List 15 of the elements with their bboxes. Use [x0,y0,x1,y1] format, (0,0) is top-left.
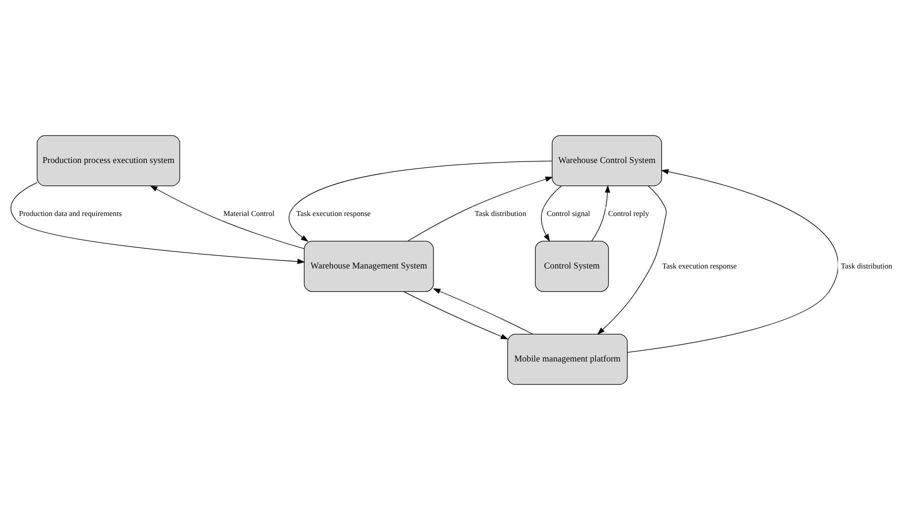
arrow [10,182,306,264]
arrow [540,185,562,242]
arrow [597,185,667,334]
node-box: Control System [534,240,609,292]
arrow [150,184,305,249]
arrow [403,290,508,339]
arrow [627,168,838,352]
arrow [407,176,554,241]
node-box: Production process execution system [36,134,180,186]
node-box: Warehouse Management System [304,240,434,292]
arrow [591,184,610,242]
node-box: Warehouse Control System [552,134,662,186]
arrow [432,288,533,334]
arrow [288,160,552,242]
node-box: Mobile management platform [507,333,628,384]
